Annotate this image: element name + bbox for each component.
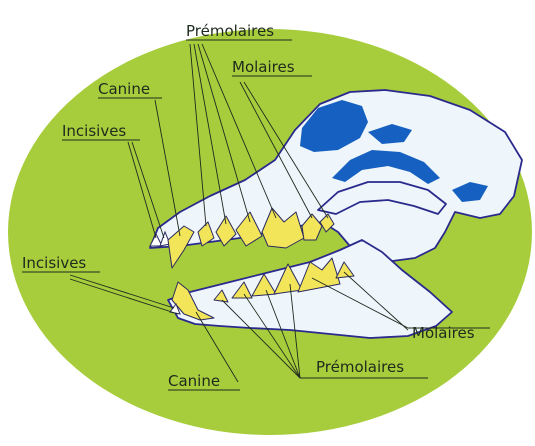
- label-incisives-top: Incisives: [62, 122, 126, 140]
- label-premolaires-bottom: Prémolaires: [316, 358, 404, 376]
- label-premolaires-top: Prémolaires: [186, 22, 274, 40]
- label-molaires-bottom: Molaires: [412, 324, 475, 342]
- label-incisives-bottom: Incisives: [22, 254, 86, 272]
- label-canine-top: Canine: [98, 80, 150, 98]
- label-canine-bottom: Canine: [168, 372, 220, 390]
- label-molaires-top: Molaires: [232, 58, 295, 76]
